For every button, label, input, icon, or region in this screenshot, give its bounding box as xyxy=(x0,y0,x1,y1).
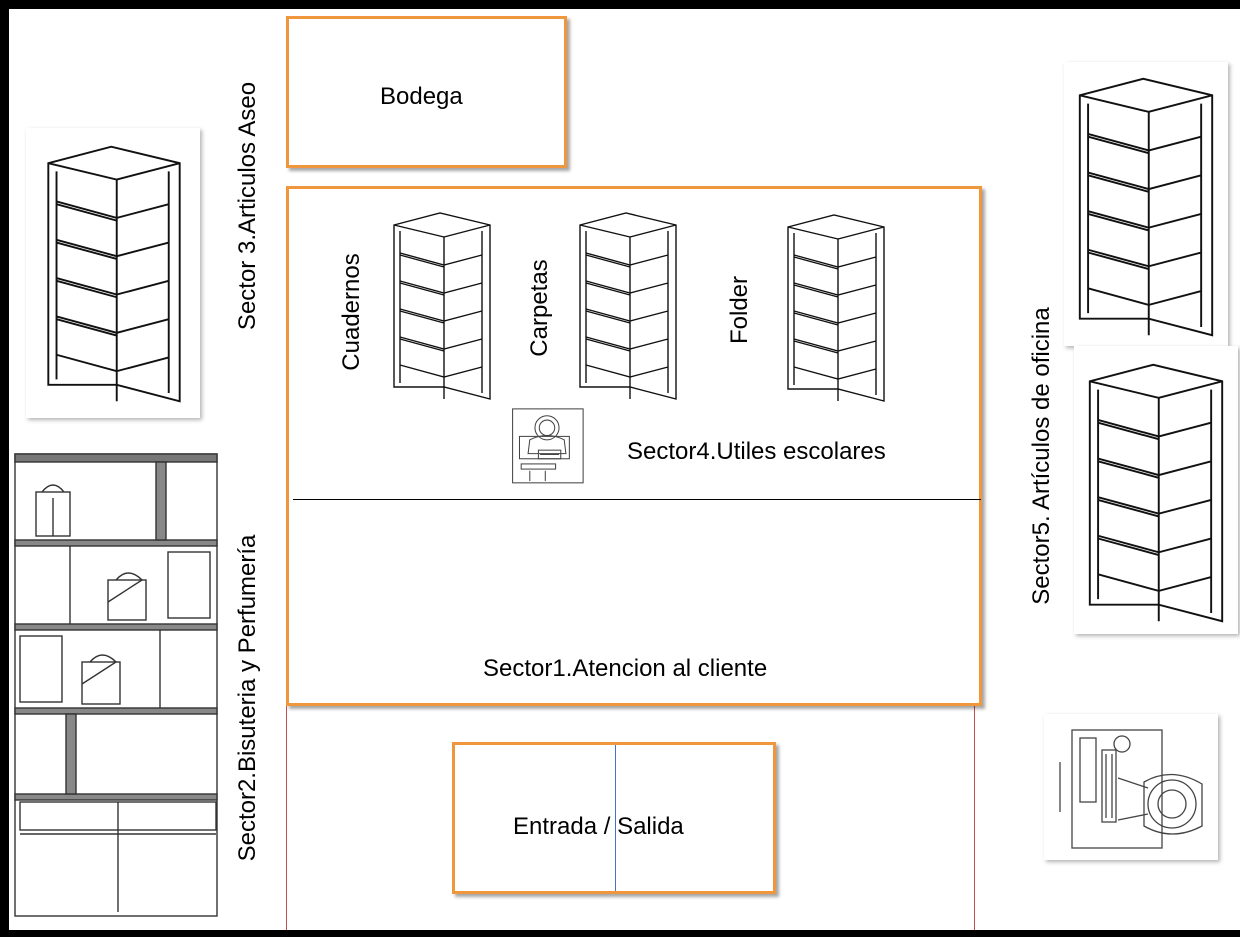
desk-worker-icon xyxy=(512,408,584,484)
display-shelf-icon xyxy=(14,453,218,917)
entrada-zone: Entrada / Salida xyxy=(452,742,776,894)
utiles-label: Sector4.Utiles escolares xyxy=(627,438,886,465)
oficina-label: Sector5. Artículos de oficina xyxy=(1028,307,1055,605)
entrada-label: Entrada / Salida xyxy=(513,813,684,840)
bookshelf-icon xyxy=(1088,363,1224,623)
bisuteria-shelf-card xyxy=(12,452,220,926)
bookshelf-icon xyxy=(579,212,677,400)
bodega-zone: Bodega xyxy=(286,16,567,168)
bodega-label: Bodega xyxy=(380,83,463,110)
bisuteria-label: Sector2.Bisuteria y Perfumería xyxy=(234,534,261,862)
carpetas-label: Carpetas xyxy=(526,259,553,357)
bookshelf-icon xyxy=(1078,77,1214,337)
door-line xyxy=(615,745,616,891)
aseo-label: Sector 3.Articulos Aseo xyxy=(234,81,261,331)
oficina-shelf-card-bottom xyxy=(1074,346,1238,634)
aseo-shelf-card xyxy=(26,128,200,418)
right-divider-line xyxy=(974,706,975,930)
left-divider-line xyxy=(286,706,287,930)
bookshelf-icon xyxy=(47,145,181,403)
desk-card xyxy=(1044,714,1218,860)
sector-divider xyxy=(293,499,981,500)
oficina-shelf-card-top xyxy=(1064,62,1228,346)
bookshelf-icon xyxy=(787,214,885,402)
desk-worker-icon xyxy=(1059,729,1203,849)
cuadernos-label: Cuadernos xyxy=(338,253,365,371)
atencion-label: Sector1.Atencion al cliente xyxy=(483,655,768,682)
bookshelf-icon xyxy=(393,212,491,400)
folder-label: Folder xyxy=(726,275,753,345)
